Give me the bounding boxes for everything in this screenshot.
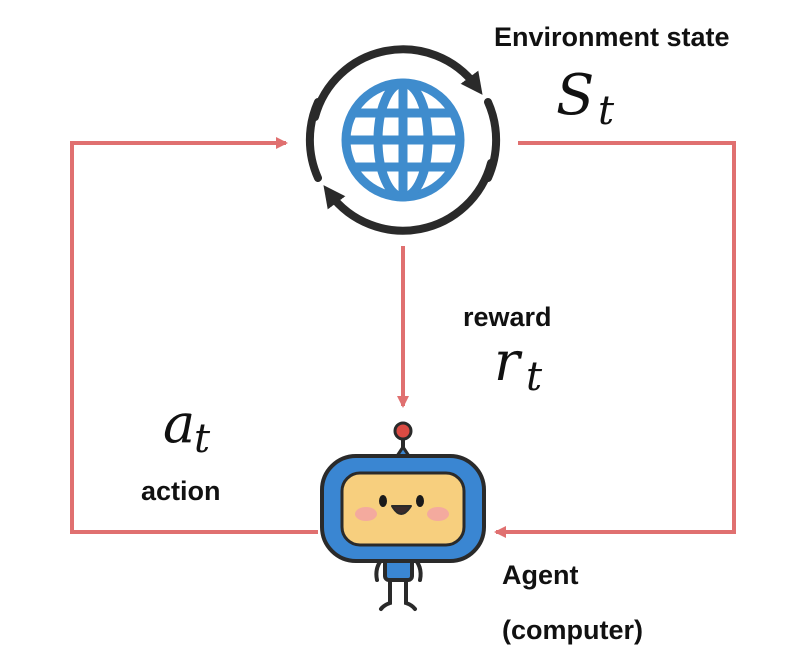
action-label: action <box>141 476 221 506</box>
state-arrow <box>494 141 736 538</box>
action-symbol: a <box>163 392 195 455</box>
state-subscript: t <box>598 88 615 134</box>
reward-label: reward <box>463 302 552 332</box>
action-subscript: t <box>194 416 211 462</box>
robot-icon <box>320 421 486 611</box>
environment-state-label: Environment state <box>494 22 730 52</box>
agent-computer-label: (computer) <box>502 615 643 645</box>
state-symbol: S <box>556 63 594 128</box>
reward-symbol: r <box>494 330 523 393</box>
refresh-cycle-icon <box>305 45 501 235</box>
globe-icon <box>341 78 465 202</box>
reward-subscript: t <box>526 354 543 400</box>
action-arrow <box>70 137 318 534</box>
agent-label: Agent <box>502 560 579 590</box>
